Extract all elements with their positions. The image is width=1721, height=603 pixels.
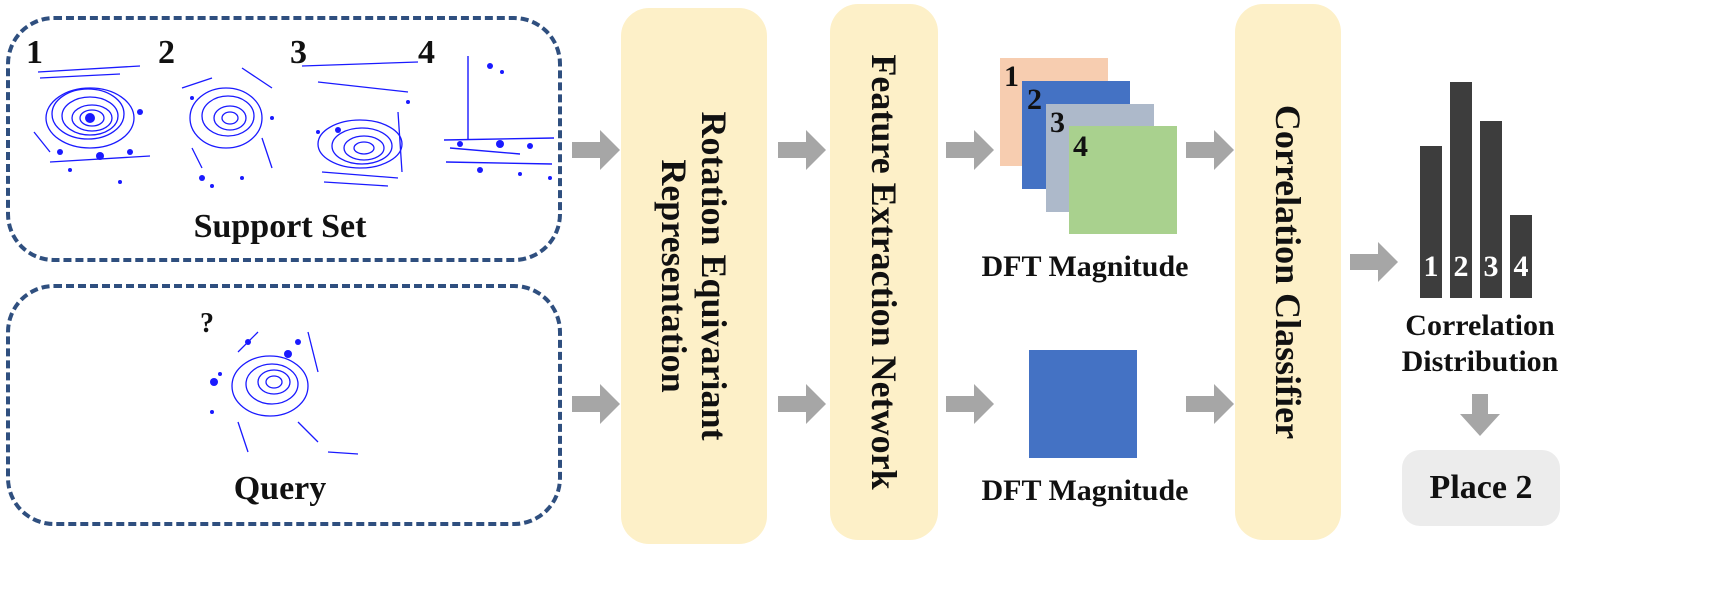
support-set-box xyxy=(6,16,562,262)
rotation-equivariant-label: Rotation Equivariant Representation xyxy=(654,111,734,441)
scan-number-1: 1 xyxy=(26,34,43,71)
correlation-bar-label: 1 xyxy=(1423,250,1439,283)
dft-top-label: DFT Magnitude xyxy=(981,250,1189,283)
lidar-scan-1 xyxy=(33,65,151,184)
query-label: Query xyxy=(233,470,327,507)
correlation-bar-label: 2 xyxy=(1453,250,1469,283)
dft-number-1: 1 xyxy=(1004,60,1019,93)
query-marker: ? xyxy=(200,308,214,339)
arrow-dft-to-classifier-top xyxy=(1186,130,1234,170)
arrow-rotation-to-feature-top xyxy=(778,130,826,170)
correlation-bar-1: 1 xyxy=(1420,146,1442,298)
support-set-label: Support Set xyxy=(193,208,367,245)
correlation-distribution-text: Correlation Distribution xyxy=(1401,309,1559,378)
arrow-classifier-to-distribution xyxy=(1350,242,1398,282)
dft-number-2: 2 xyxy=(1027,83,1042,116)
place-result-box: Place 2 xyxy=(1402,450,1560,526)
scan-number-4: 4 xyxy=(418,34,435,71)
feature-extraction-label: Feature Extraction Network xyxy=(864,54,904,490)
correlation-bar-4: 4 xyxy=(1510,215,1532,298)
correlation-distribution-label: Correlation Distribution xyxy=(1380,308,1580,380)
correlation-bar-label: 3 xyxy=(1483,250,1499,283)
dft-bottom-label: DFT Magnitude xyxy=(981,474,1189,507)
lidar-scan-4 xyxy=(443,56,555,180)
arrow-rotation-to-feature-bottom xyxy=(778,384,826,424)
dft-number-4: 4 xyxy=(1073,130,1088,163)
place-result-label: Place 2 xyxy=(1429,469,1533,506)
correlation-classifier-module: Correlation Classifier xyxy=(1235,4,1341,540)
dft-square-4 xyxy=(1069,126,1177,234)
arrow-feature-to-dft-top xyxy=(946,130,994,170)
rotation-equivariant-module: Rotation Equivariant Representation xyxy=(621,8,767,544)
arrow-feature-to-dft-bottom xyxy=(946,384,994,424)
arrow-dft-to-classifier-bottom xyxy=(1186,384,1234,424)
correlation-bar-3: 3 xyxy=(1480,121,1502,298)
feature-extraction-module: Feature Extraction Network xyxy=(830,4,938,540)
dft-query-square xyxy=(1029,350,1137,458)
correlation-bar-label: 4 xyxy=(1513,250,1529,283)
arrow-distribution-to-place xyxy=(1460,394,1500,436)
scan-number-3: 3 xyxy=(290,34,307,71)
lidar-scan-2 xyxy=(181,67,274,188)
correlation-bar-2: 2 xyxy=(1450,82,1472,298)
dft-number-3: 3 xyxy=(1050,106,1065,139)
scan-number-2: 2 xyxy=(158,34,175,71)
lidar-scan-3 xyxy=(301,61,419,187)
query-lidar-scan xyxy=(210,331,359,455)
query-box xyxy=(6,284,562,526)
arrow-support-to-rotation xyxy=(572,130,620,170)
correlation-classifier-label: Correlation Classifier xyxy=(1268,104,1308,440)
arrow-query-to-rotation xyxy=(572,384,620,424)
